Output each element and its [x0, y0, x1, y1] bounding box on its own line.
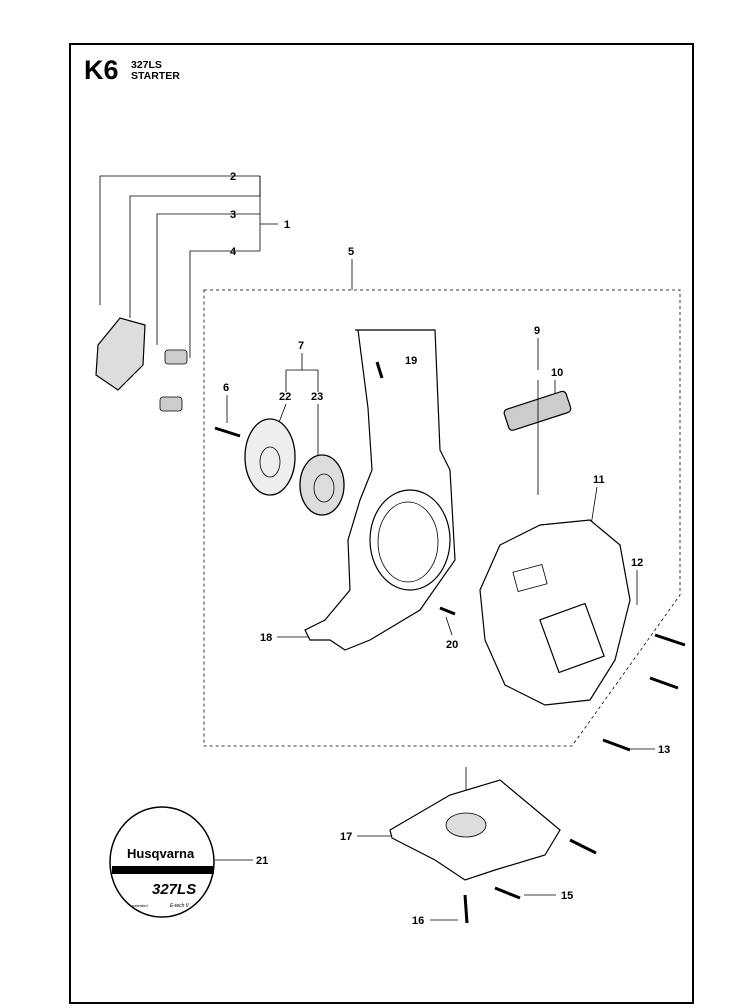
- callout-23: 23: [311, 391, 323, 403]
- starter-cover: [479, 519, 631, 706]
- leader-bracket-1: [259, 176, 278, 251]
- callout-10: 10: [551, 367, 563, 379]
- leader-20: [445, 616, 453, 636]
- callout-9: 9: [534, 325, 540, 337]
- leader-2: [99, 175, 260, 305]
- callout-15: 15: [561, 890, 573, 902]
- callout-17: 17: [340, 831, 352, 843]
- page-code: K6: [84, 55, 119, 85]
- callout-12: 12: [631, 557, 643, 569]
- callout-16: 16: [412, 915, 424, 927]
- callout-13: 13: [658, 744, 670, 756]
- callout-22: 22: [279, 391, 291, 403]
- callout-6: 6: [223, 382, 229, 394]
- callout-7: 7: [298, 340, 304, 352]
- decal-model: 327LS: [152, 881, 196, 898]
- pawl-top: [164, 349, 188, 365]
- callout-5: 5: [348, 246, 354, 258]
- pawl-bottom: [159, 396, 183, 412]
- cover-window: [539, 602, 605, 674]
- cover-rope-guide: [512, 563, 548, 593]
- leader-4: [189, 250, 260, 358]
- screws: [214, 361, 686, 924]
- housing-bore-inner: [377, 501, 439, 583]
- recoil-spring-inner: [313, 473, 335, 503]
- callout-11: 11: [593, 474, 605, 486]
- section-title: STARTER: [131, 70, 180, 82]
- callout-19: 19: [405, 355, 417, 367]
- starter-handle: [503, 390, 572, 431]
- rope-pulley: [244, 418, 296, 496]
- rope-pulley-hub: [259, 446, 281, 478]
- recoil-spring: [299, 454, 345, 516]
- decal-brand: Husqvarna: [127, 846, 195, 861]
- callout-2: 2: [230, 171, 236, 183]
- model-label: 327LS: [131, 59, 162, 71]
- leader-2b: [129, 176, 261, 318]
- callout-3: 3: [230, 209, 236, 221]
- leader-3: [156, 213, 260, 345]
- leader-7: [285, 353, 319, 392]
- callout-21: 21: [256, 855, 268, 867]
- callout-20: 20: [446, 639, 458, 651]
- callout-4: 4: [230, 246, 237, 258]
- assembly-outline: [203, 289, 681, 747]
- starter-housing: [304, 329, 456, 651]
- shield-boss: [445, 812, 487, 838]
- housing-bore: [369, 489, 451, 591]
- callout-1: 1: [284, 219, 290, 231]
- callout-18: 18: [260, 632, 272, 644]
- decal-21: [109, 806, 215, 918]
- decal-note-left: patented: [132, 903, 148, 908]
- pawl-housing: [95, 317, 146, 391]
- page-frame: [69, 43, 694, 1004]
- decal-note-right: E-tech II: [170, 903, 189, 909]
